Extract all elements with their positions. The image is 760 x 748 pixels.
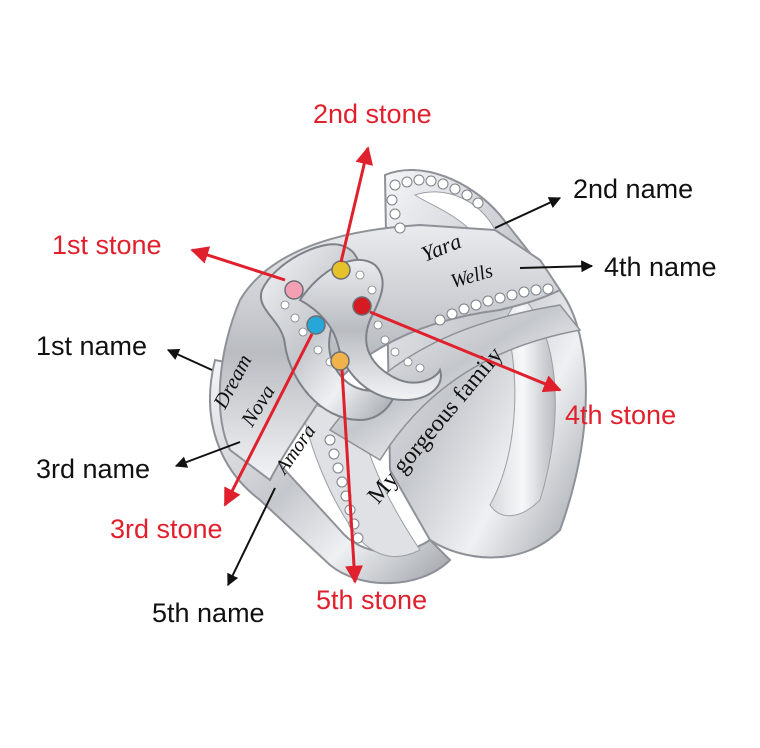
arrow-stone-2 [339,146,374,263]
stone-3-blue [306,315,326,335]
birthstones [284,260,372,371]
stone-1-pink [284,280,304,300]
name-arrows [166,197,594,587]
arrow-stone-5 [340,369,363,584]
label-name-4: 4th name [604,252,717,282]
arrow-name-3 [174,441,241,468]
stone-4-red [352,296,372,316]
pave-diamonds [324,174,554,544]
label-stone-3: 3rd stone [110,514,223,544]
arrow-name-1 [166,349,213,371]
label-name-3: 3rd name [36,454,151,484]
stone-2-yellow [331,260,351,280]
label-name-2: 2nd name [573,174,694,204]
label-stone-2: 2nd stone [313,99,432,129]
arrow-name-2 [494,197,562,229]
arrow-stone-3 [223,333,314,507]
label-stone-4: 4th stone [565,400,677,430]
arrow-stone-1 [190,246,286,282]
label-stone-1: 1st stone [52,230,162,260]
stone-arrows [190,146,562,584]
arrow-name-5 [227,487,276,587]
label-stone-5: 5th stone [316,585,428,615]
arrow-name-4 [519,260,594,273]
arrow-stone-4 [369,310,562,393]
label-name-5: 5th name [152,598,265,628]
label-name-1: 1st name [36,331,148,361]
stone-5-orange [330,351,350,371]
